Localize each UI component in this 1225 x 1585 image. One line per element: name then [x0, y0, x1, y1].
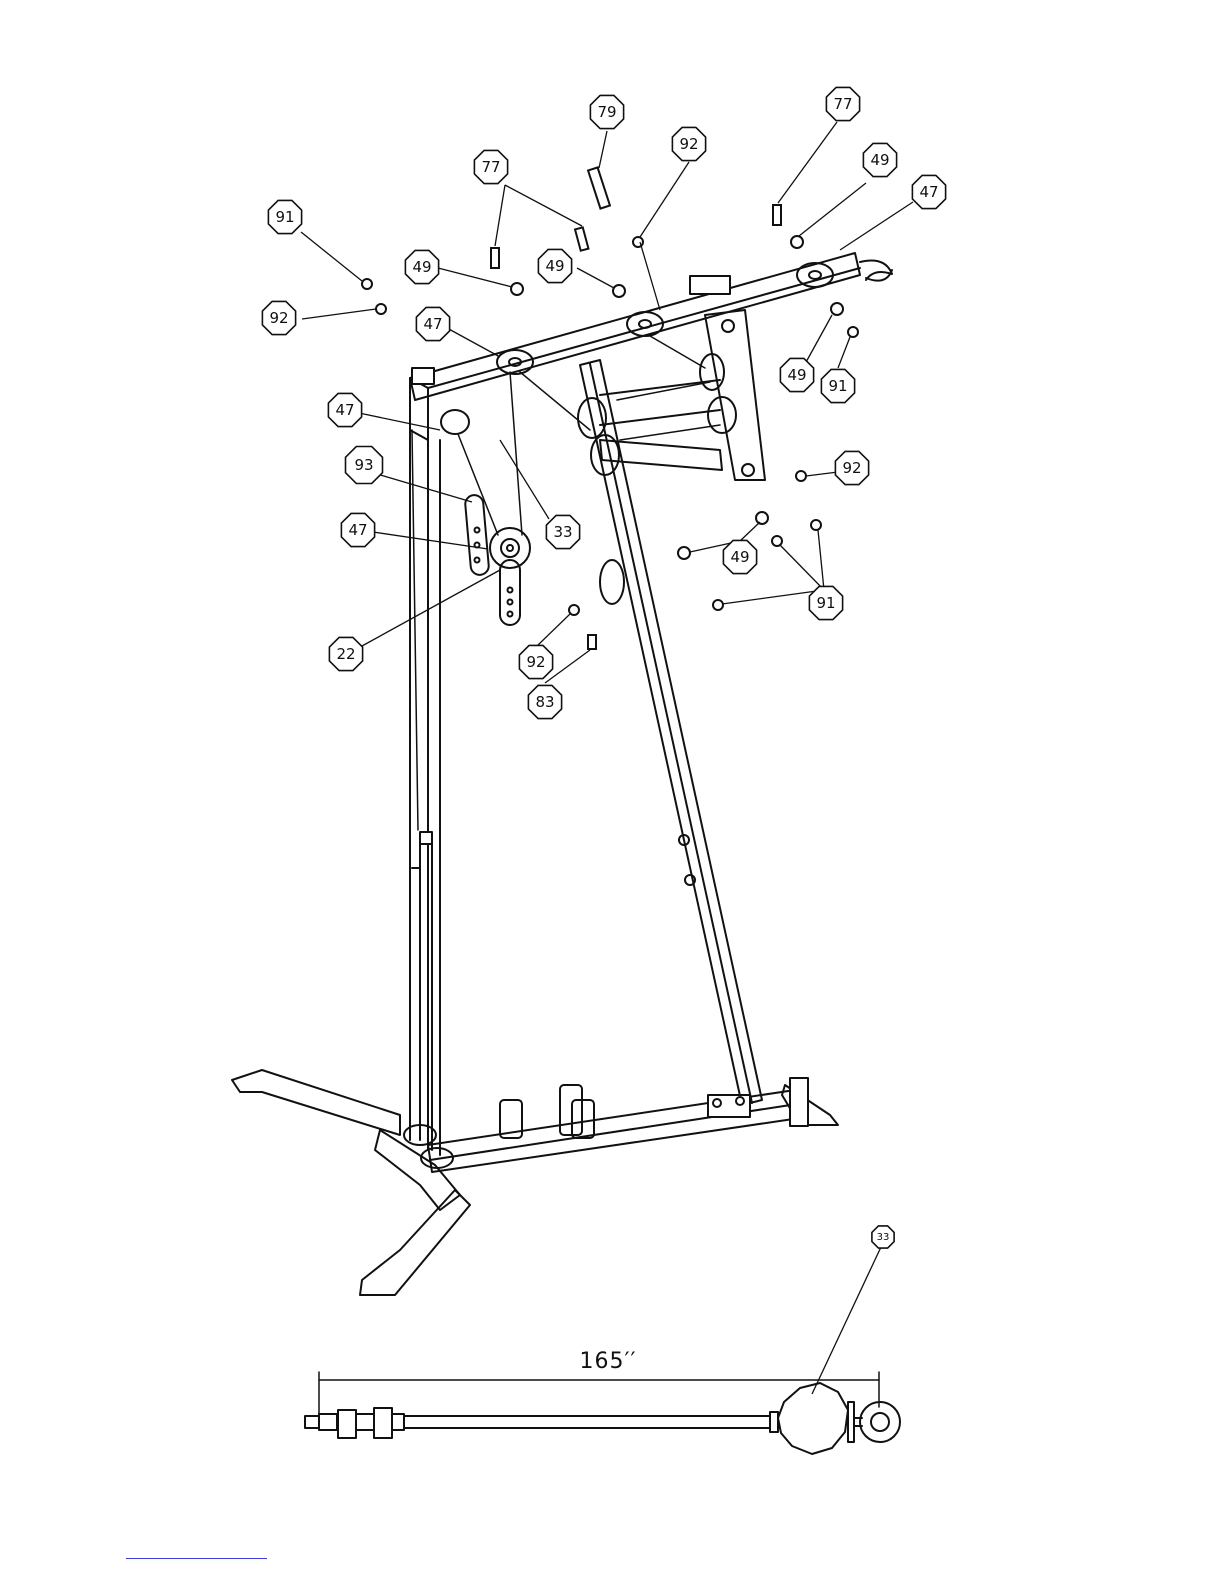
callout-49: 49 — [538, 249, 571, 282]
callout-label: 49 — [787, 366, 806, 384]
callout-91: 91 — [821, 369, 854, 402]
leader-lines — [301, 122, 913, 1394]
callout-22: 22 — [329, 637, 362, 670]
callout-label: 49 — [730, 548, 749, 566]
callout-label: 91 — [275, 208, 294, 226]
callout-label: 92 — [269, 309, 288, 327]
callout-label: 33 — [877, 1232, 890, 1243]
callout-47: 47 — [912, 175, 945, 208]
callout-47: 47 — [328, 393, 361, 426]
callout-label: 49 — [545, 257, 564, 275]
callout-77: 77 — [826, 87, 859, 120]
callout-92: 92 — [835, 451, 868, 484]
callout-label: 33 — [553, 523, 572, 541]
callout-33: 33 — [546, 515, 579, 548]
callout-79: 79 — [590, 95, 623, 128]
pulleys — [441, 263, 833, 604]
callout-49: 49 — [863, 143, 896, 176]
callout-91: 91 — [809, 586, 842, 619]
callout-49: 49 — [723, 540, 756, 573]
callout-label: 93 — [354, 456, 373, 474]
callout-label: 79 — [597, 103, 616, 121]
callout-label: 49 — [870, 151, 889, 169]
callout-label: 91 — [816, 594, 835, 612]
callout-label: 92 — [526, 653, 545, 671]
footer-rule — [126, 1558, 267, 1559]
callout-47: 47 — [416, 307, 449, 340]
pulley-bracket — [600, 310, 765, 480]
cable-detail — [305, 1372, 900, 1454]
callout-label: 77 — [833, 95, 852, 113]
callouts: 79 92 77 77 49 47 91 92 49 49 47 47 93 33 47 22 92 83 49 91… — [262, 87, 945, 1248]
callout-label: 47 — [423, 315, 442, 333]
callout-49: 49 — [780, 358, 813, 391]
dimension-label: 165′′ — [580, 1349, 637, 1374]
callout-91: 91 — [268, 200, 301, 233]
callout-label: 47 — [919, 183, 938, 201]
callout-92: 92 — [262, 301, 295, 334]
callout-47: 47 — [341, 513, 374, 546]
callout-label: 77 — [481, 158, 500, 176]
callout-label: 49 — [412, 258, 431, 276]
callout-92: 92 — [672, 127, 705, 160]
diagonal-leg — [580, 360, 762, 1105]
callout-label: 47 — [335, 401, 354, 419]
callout-77: 77 — [474, 150, 507, 183]
callout-label: 47 — [348, 521, 367, 539]
callout-83: 83 — [528, 685, 561, 718]
callout-label: 91 — [828, 377, 847, 395]
callout-label: 92 — [679, 135, 698, 153]
callout-49: 49 — [405, 250, 438, 283]
callout-93: 93 — [346, 447, 383, 484]
callout-label: 92 — [842, 459, 861, 477]
callout-label: 22 — [336, 645, 355, 663]
callout-33: 33 — [872, 1226, 894, 1248]
callout-label: 83 — [535, 693, 554, 711]
base-frame — [232, 1070, 838, 1295]
callout-92: 92 — [519, 645, 552, 678]
adjustable-arms — [465, 494, 520, 625]
